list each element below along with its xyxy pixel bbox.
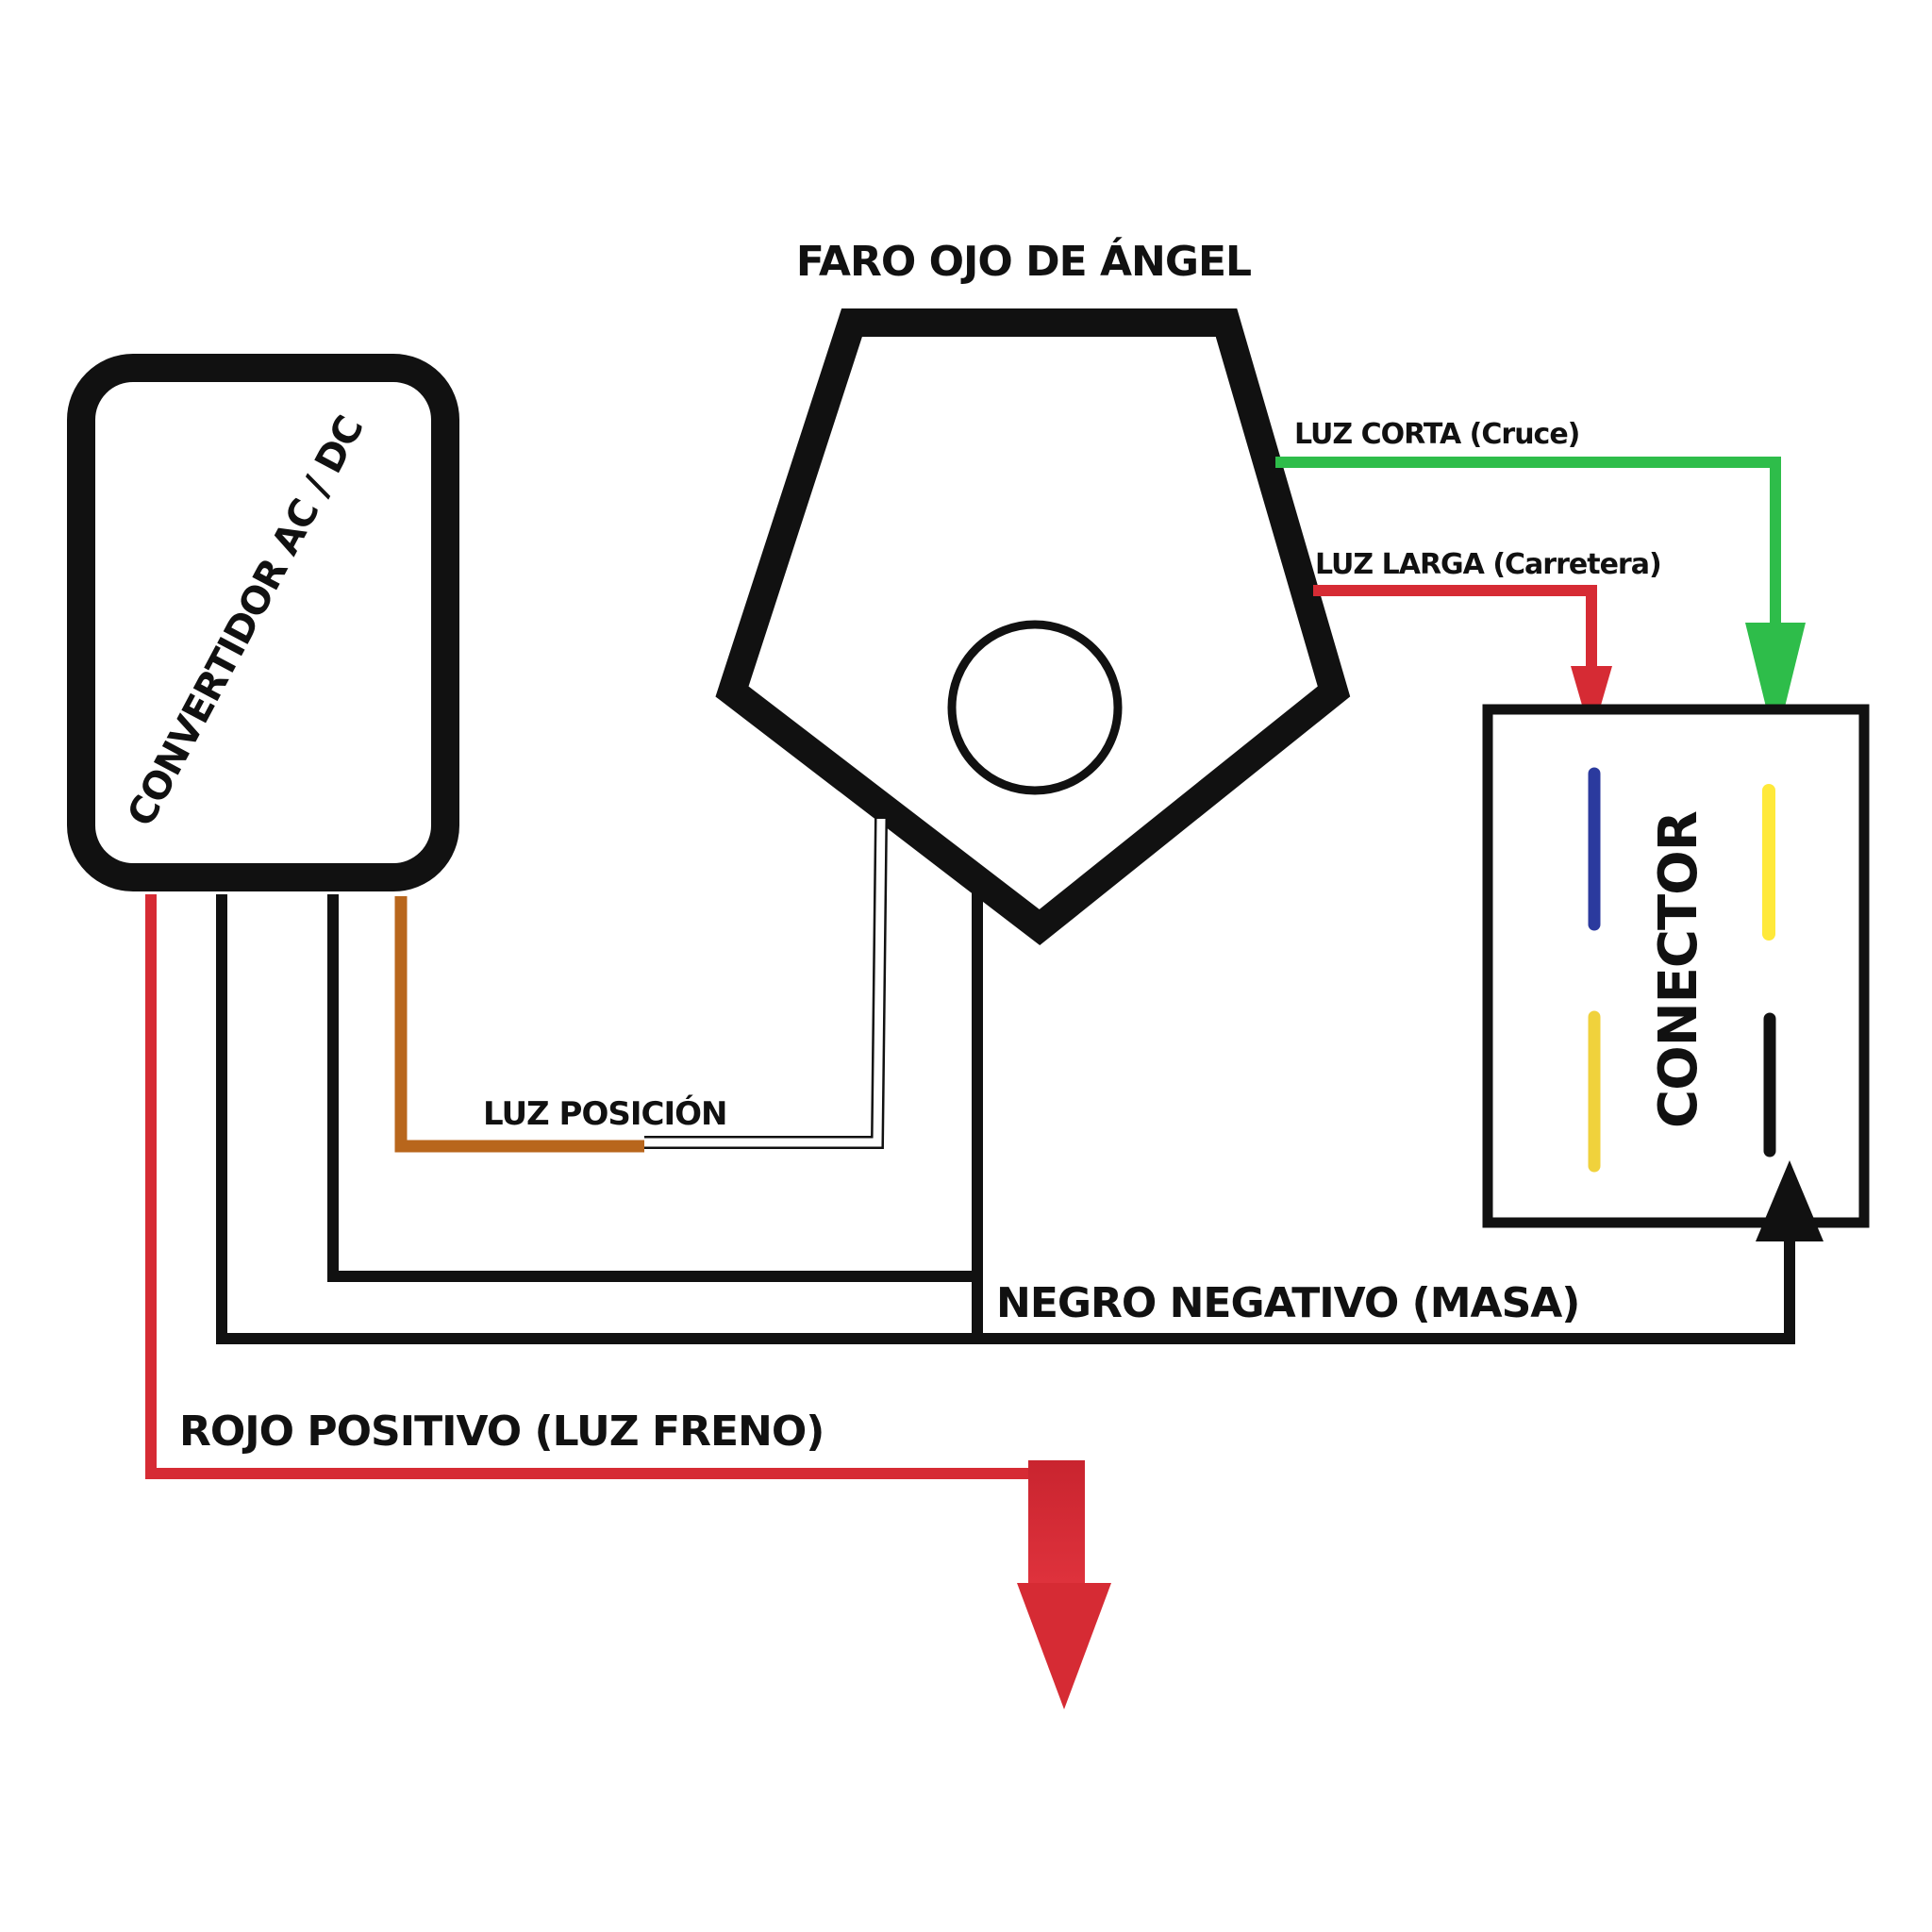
positive-arrowhead: [1017, 1583, 1111, 1709]
connector-label: CONECTOR: [1648, 811, 1709, 1128]
converter-box: CONVERTIDOR AC / DC: [67, 354, 459, 891]
low-beam-arrowhead: [1745, 623, 1806, 745]
ground-arrowhead: [1756, 1160, 1824, 1241]
positive-label: ROJO POSITIVO (LUZ FRENO): [179, 1407, 824, 1456]
positive-arrow-shaft: [1028, 1460, 1085, 1592]
ground-label: NEGRO NEGATIVO (MASA): [996, 1279, 1579, 1327]
diagram-title: FARO OJO DE ÁNGEL: [796, 236, 1251, 286]
connector-box: CONECTOR: [1482, 704, 1870, 1228]
low-beam-wire: LUZ CORTA (Cruce): [1275, 418, 1806, 745]
position-wire: LUZ POSICIÓN: [394, 818, 888, 1153]
low-beam-label: LUZ CORTA (Cruce): [1294, 418, 1579, 451]
high-beam-wire: LUZ LARGA (Carretera): [1313, 548, 1662, 738]
position-label: LUZ POSICIÓN: [483, 1094, 726, 1133]
high-beam-arrowhead: [1571, 666, 1612, 738]
headlight-lens-ring: [947, 620, 1123, 795]
headlight-pentagon: [715, 308, 1351, 946]
positive-wire: ROJO POSITIVO (LUZ FRENO): [145, 894, 1111, 1709]
ground-wires: NEGRO NEGATIVO (MASA): [216, 889, 1824, 1344]
high-beam-label: LUZ LARGA (Carretera): [1315, 548, 1661, 581]
